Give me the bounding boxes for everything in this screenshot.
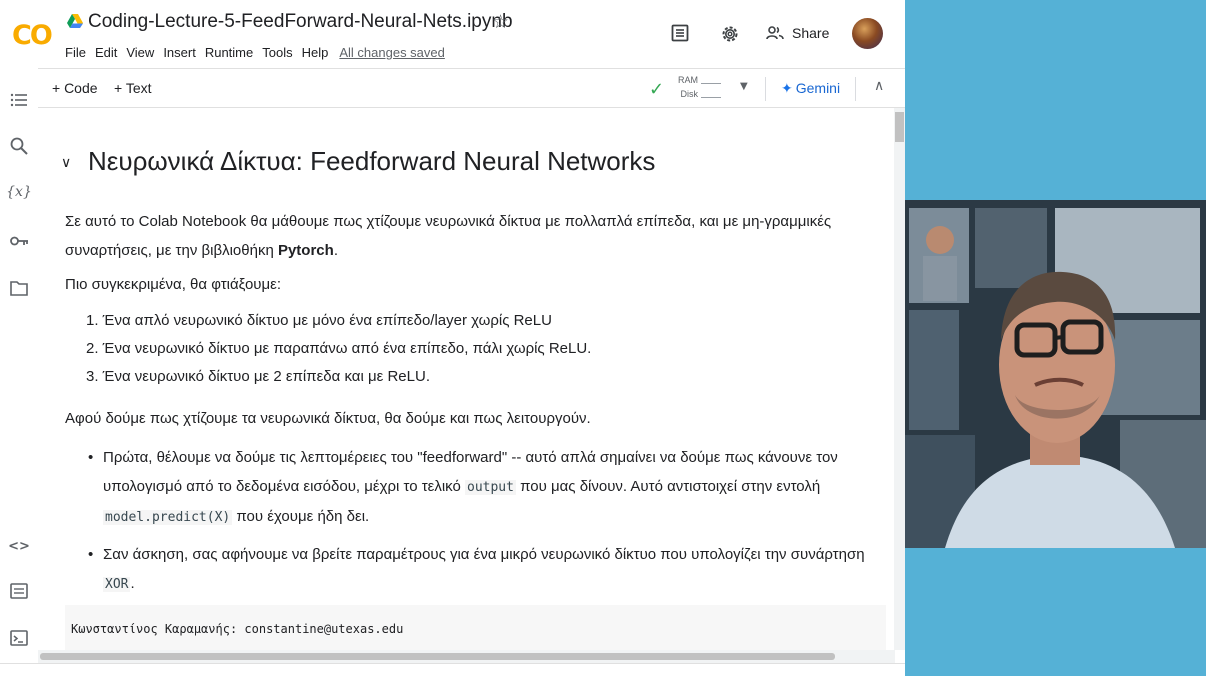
collapse-header-icon[interactable]: ∧ [874,78,885,94]
share-person-icon [766,26,784,40]
bullet-1-text: που έχουμε ήδη δει. [232,508,370,525]
after-build-text: Αφού δούμε πως χτίζουμε τα νευρωνικά δίκ… [65,410,591,427]
heading-text: Νευρωνικά Δίκτυα: Feedforward Neural Net… [88,146,656,176]
avatar[interactable] [852,18,883,49]
webcam-frame [905,200,1206,548]
gemini-spark-icon: ✦ [781,81,793,97]
menu-edit[interactable]: Edit [94,45,118,60]
toolbar-divider [765,77,766,101]
inline-code-output: output [465,480,516,495]
code-cell[interactable]: Κωνσταντίνος Καραμανής: constantine@utex… [65,605,886,650]
scroll-thumb[interactable] [40,653,835,660]
key-icon[interactable] [9,231,29,251]
gear-icon[interactable] [720,24,740,44]
intro-line-2: συναρτήσεις, με την βιβλιοθήκη Pytorch. [65,236,865,265]
colab-logo[interactable]: CO [12,20,53,51]
menu-tools[interactable]: Tools [262,45,293,60]
toolbar-divider [855,77,856,101]
intro-line-1: Σε αυτό το Colab Notebook θα μάθουμε πως… [65,213,832,230]
command-palette-icon[interactable] [9,581,29,601]
bullet-2-period: . [130,575,135,592]
add-text-button[interactable]: + Text [114,80,152,96]
pytorch-bold: Pytorch [277,242,334,259]
bullet-1-line-1: Πρώτα, θέλουμε να δούμε τις λεπτομέρειες… [103,449,838,466]
list-item: 1. Ένα απλό νευρωνικό δίκτυο με μόνο ένα… [86,312,552,329]
resource-indicator[interactable]: RAM Disk [678,73,721,101]
intro-paragraph: Σε αυτό το Colab Notebook θα μάθουμε πως… [65,207,865,265]
variables-icon[interactable]: {x} [6,184,32,200]
inline-code-predict: model.predict(X) [103,510,233,525]
notebook-toolbar: + Code + Text ✓ RAM Disk ▼ ✦Gemini ∧ [38,68,905,108]
runtime-dropdown-icon[interactable]: ▼ [740,81,748,92]
bullet-2-line-1: Σαν άσκηση, σας αφήνουμε να βρείτε παραμ… [103,546,865,563]
bullet-1-text: που μας δίνουν. Αυτό αντιστοιχεί στην εν… [515,478,821,495]
header: CO Coding-Lecture-5-FeedForward-Neural-N… [0,0,905,68]
logo-text: CO [12,20,53,51]
list-item: 2. Ένα νευρωνικό δίκτυο με παραπάνω από … [86,340,592,357]
disk-bar [701,92,721,98]
presenter-webcam [905,200,1206,548]
horizontal-scrollbar[interactable] [38,650,895,663]
menu-file[interactable]: File [65,45,86,60]
bullet-1-text: υπολογισμό από το δεδομένα εισόδου, μέχρ… [103,478,465,495]
toc-icon[interactable] [9,90,29,110]
bullet-list: Πρώτα, θέλουμε να δούμε τις λεπτομέρειες… [88,443,878,607]
list-item: Πρώτα, θέλουμε να δούμε τις λεπτομέρειες… [88,443,878,532]
menu-view[interactable]: View [126,45,155,60]
terminal-icon[interactable] [9,628,29,648]
left-sidebar: {x} <> [0,68,38,676]
share-label: Share [792,25,830,41]
collapse-section-icon[interactable]: ∨ [61,155,72,171]
intro-period: . [333,242,338,259]
inline-code-xor: XOR [103,577,131,592]
save-status[interactable]: All changes saved [339,45,445,60]
disk-label: Disk [680,89,699,99]
more-specifically-text: Πιο συγκεκριμένα, θα φτιάξουμε: [65,276,282,293]
intro-text: συναρτήσεις, με την βιβλιοθήκη [65,242,278,259]
gemini-label: Gemini [795,80,841,96]
ram-label: RAM [678,75,698,85]
vertical-scrollbar[interactable] [894,108,905,650]
notebook-title[interactable]: Coding-Lecture-5-FeedForward-Neural-Nets… [88,11,513,32]
code-snippets-icon[interactable]: <> [8,538,30,554]
drive-icon [67,14,83,28]
list-item: Σαν άσκηση, σας αφήνουμε να βρείτε παραμ… [88,540,878,599]
share-button[interactable]: Share [766,25,829,41]
list-item: 3. Ένα νευρωνικό δίκτυο με 2 επίπεδα και… [86,368,430,385]
gemini-button[interactable]: ✦Gemini [781,80,840,97]
status-bar [0,663,905,676]
code-line: Κωνσταντίνος Καραμανής: constantine@utex… [71,622,404,636]
star-icon[interactable]: ☆ [492,11,510,33]
scroll-thumb[interactable] [895,112,904,142]
menu-runtime[interactable]: Runtime [204,45,254,60]
menu-bar: File Edit View Insert Runtime Tools Help… [65,45,445,60]
notebook-content[interactable]: ∨ Νευρωνικά Δίκτυα: Feedforward Neural N… [38,108,895,650]
menu-insert[interactable]: Insert [163,45,196,60]
comment-icon[interactable] [671,24,689,42]
search-icon[interactable] [9,136,29,156]
folder-icon[interactable] [9,278,29,298]
menu-help[interactable]: Help [301,45,329,60]
add-code-button[interactable]: + Code [52,80,98,96]
ram-bar [701,78,721,84]
colab-window: CO Coding-Lecture-5-FeedForward-Neural-N… [0,0,905,676]
ordered-list: 1. Ένα απλό νευρωνικό δίκτυο με μόνο ένα… [86,307,591,391]
connected-check-icon: ✓ [649,79,665,100]
